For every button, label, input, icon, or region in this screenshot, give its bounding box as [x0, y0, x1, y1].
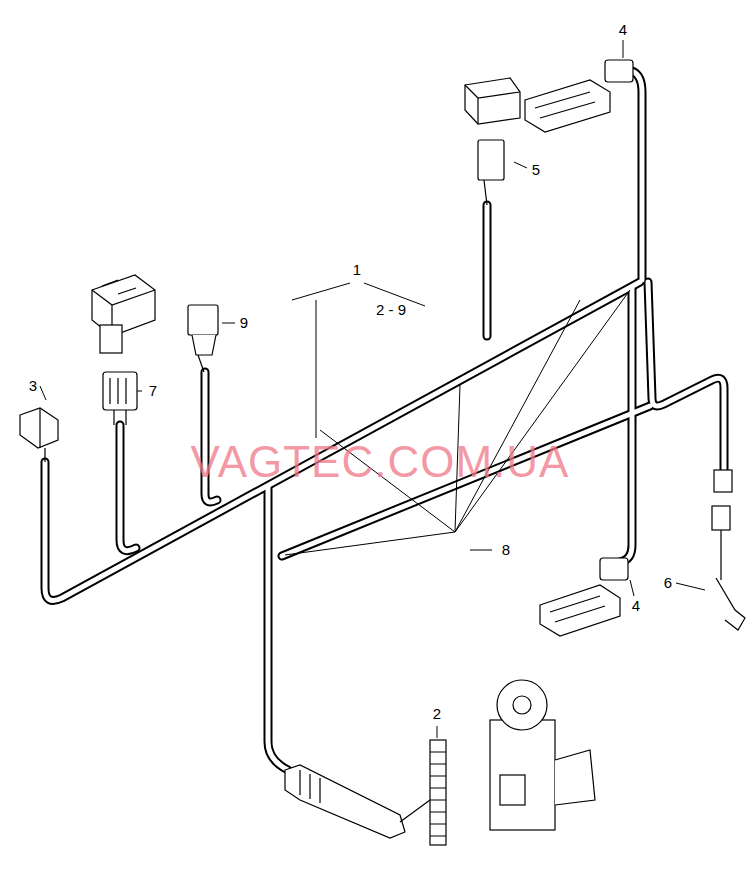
connector-6 [712, 470, 745, 630]
callout-number: 4 [630, 598, 642, 615]
window-switch [92, 275, 155, 353]
callout-number: 8 [500, 542, 512, 559]
connector-7 [103, 372, 137, 425]
lock-unit-4b [540, 558, 628, 636]
window-motor [490, 680, 595, 830]
callout-number: 5 [530, 162, 542, 179]
connector-3 [20, 408, 58, 462]
callout-number: 4 [617, 22, 629, 39]
connector-9 [188, 305, 218, 372]
watermark: VAGTEC.COM.UA [189, 438, 572, 486]
callout-number: 2 [431, 706, 443, 723]
callout-number: 1 [351, 262, 363, 279]
lock-unit-4 [525, 60, 633, 132]
switch-5 [465, 78, 520, 205]
leader-lines [40, 40, 705, 738]
grommet [285, 740, 446, 845]
callout-number: 3 [27, 378, 39, 395]
callout-number: 6 [662, 575, 674, 592]
callout-number: 7 [147, 383, 159, 400]
harness-outline [45, 70, 724, 770]
callout-number: 9 [238, 315, 250, 332]
callout-number: 2 - 9 [374, 302, 408, 319]
